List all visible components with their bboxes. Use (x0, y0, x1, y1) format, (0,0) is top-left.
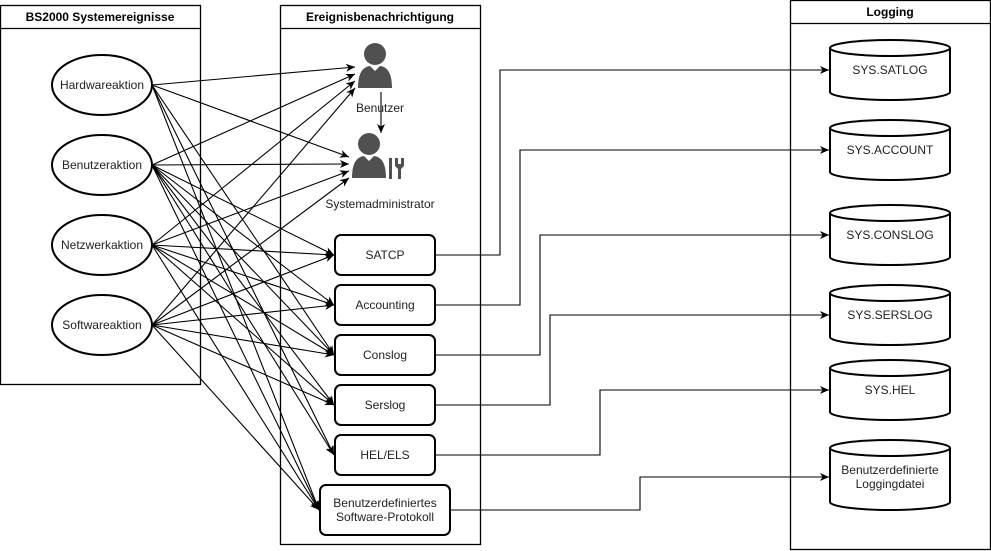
edge-hw-helels (151, 84, 335, 456)
edge-sw-benutzer (151, 87, 356, 326)
edge-sw-serslog (151, 324, 335, 406)
actor-label: Benutzer (356, 101, 404, 115)
process-box[interactable] (334, 284, 436, 326)
lane-notification-title: Ereignisbenachrichtigung (306, 10, 454, 24)
process-label: SATCP (365, 248, 404, 262)
process-label: Conslog (363, 348, 407, 362)
event-label: Softwareaktion (62, 318, 141, 332)
process-label: Serslog (365, 398, 406, 412)
edge-net-satcp (151, 244, 335, 259)
wrench-icon (395, 158, 404, 179)
edge-satcp-satlog (435, 66, 829, 256)
edge-user-sysadmin (151, 160, 350, 169)
database-top (829, 127, 951, 137)
person-head (364, 43, 386, 65)
process-box[interactable] (334, 384, 436, 426)
actor-benutzer[interactable]: Benutzer (356, 43, 404, 115)
lane-events-title: BS2000 Systemereignisse (26, 10, 175, 24)
admin-tools-icon (352, 133, 404, 179)
process-label: Accounting (355, 298, 414, 312)
edge-net-benutzer (151, 80, 356, 246)
event-hw[interactable]: Hardwareaktion (51, 54, 153, 116)
event-label: Benutzeraktion (62, 158, 142, 172)
edge-sw-custom (151, 324, 320, 511)
event-ellipse[interactable] (51, 294, 153, 356)
edge-net-custom (151, 244, 320, 511)
database-top (829, 212, 951, 222)
edge-custom-customlog (450, 473, 829, 511)
database-top (829, 367, 951, 377)
process-accounting[interactable]: Accounting (334, 284, 436, 326)
event-label: Netzwerkaktion (61, 238, 143, 252)
process-label: HEL/ELS (360, 448, 409, 462)
process-helels[interactable]: HEL/ELS (334, 434, 436, 476)
nodes-layer: HardwareaktionBenutzeraktionNetzwerkakti… (51, 39, 951, 536)
process-box[interactable] (334, 334, 436, 376)
log-label: Loggingdatei (856, 477, 925, 491)
edge-net-serslog (151, 244, 335, 406)
edge-user-serslog (151, 164, 335, 406)
event-sw[interactable]: Softwareaktion (51, 294, 153, 356)
edge-serslog-serslogdb (435, 311, 829, 406)
lane-logging-title: Logging (866, 5, 913, 19)
edges-layer (151, 63, 829, 511)
edge-helels-hel (435, 386, 829, 456)
database-top (829, 447, 951, 457)
edge-user-helels (151, 164, 335, 456)
log-hel[interactable]: SYS.HEL (829, 359, 951, 421)
process-satcp[interactable]: SATCP (334, 234, 436, 276)
edge-hw-benutzer (151, 63, 356, 86)
log-label: SYS.SERSLOG (847, 308, 932, 322)
edge-hw-conslog (151, 84, 335, 356)
process-label: Software-Protokoll (336, 510, 434, 524)
database-icon (829, 439, 951, 511)
process-conslog[interactable]: Conslog (334, 334, 436, 376)
actor-sysadmin[interactable]: Systemadministrator (325, 133, 435, 211)
log-label: SYS.HEL (865, 383, 916, 397)
process-label: Benutzerdefiniertes (333, 496, 436, 510)
log-serslogdb[interactable]: SYS.SERSLOG (829, 284, 951, 346)
event-net[interactable]: Netzwerkaktion (51, 214, 153, 276)
process-box[interactable] (319, 484, 451, 536)
edge-net-sysadmin (151, 170, 350, 246)
event-ellipse[interactable] (51, 214, 153, 276)
edge-sw-accounting (151, 302, 335, 326)
person-body (358, 66, 392, 88)
edge-user-benutzer (151, 73, 356, 166)
edge-sw-satcp (151, 254, 335, 326)
edge-conslog-conslogdb (435, 231, 829, 356)
edge-sw-conslog (151, 324, 335, 358)
screwdriver-icon (389, 158, 392, 179)
edge-net-accounting (151, 244, 335, 306)
edge-net-conslog (151, 244, 335, 356)
edge-user-accounting (151, 164, 335, 306)
log-satlog[interactable]: SYS.SATLOG (829, 39, 951, 101)
database-top (829, 292, 951, 302)
database-top (829, 47, 951, 57)
process-box[interactable] (334, 234, 436, 276)
edge-user-conslog (151, 164, 335, 356)
log-label: SYS.CONSLOG (846, 228, 933, 242)
edge-sw-sysadmin (151, 177, 350, 326)
process-serslog[interactable]: Serslog (334, 384, 436, 426)
edge-accounting-account (435, 146, 829, 306)
edge-user-satcp (151, 164, 335, 256)
event-user[interactable]: Benutzeraktion (51, 134, 153, 196)
person-body (352, 156, 386, 178)
event-label: Hardwareaktion (60, 78, 144, 92)
process-box[interactable] (334, 434, 436, 476)
log-label: SYS.ACCOUNT (847, 143, 934, 157)
log-conslogdb[interactable]: SYS.CONSLOG (829, 204, 951, 266)
event-ellipse[interactable] (51, 54, 153, 116)
actor-label: Systemadministrator (325, 197, 434, 211)
user-icon (358, 43, 392, 88)
log-account[interactable]: SYS.ACCOUNT (829, 119, 951, 181)
event-ellipse[interactable] (51, 134, 153, 196)
log-label: Benutzerdefinierte (841, 463, 939, 477)
log-label: SYS.SATLOG (852, 63, 927, 77)
person-head (358, 133, 380, 155)
